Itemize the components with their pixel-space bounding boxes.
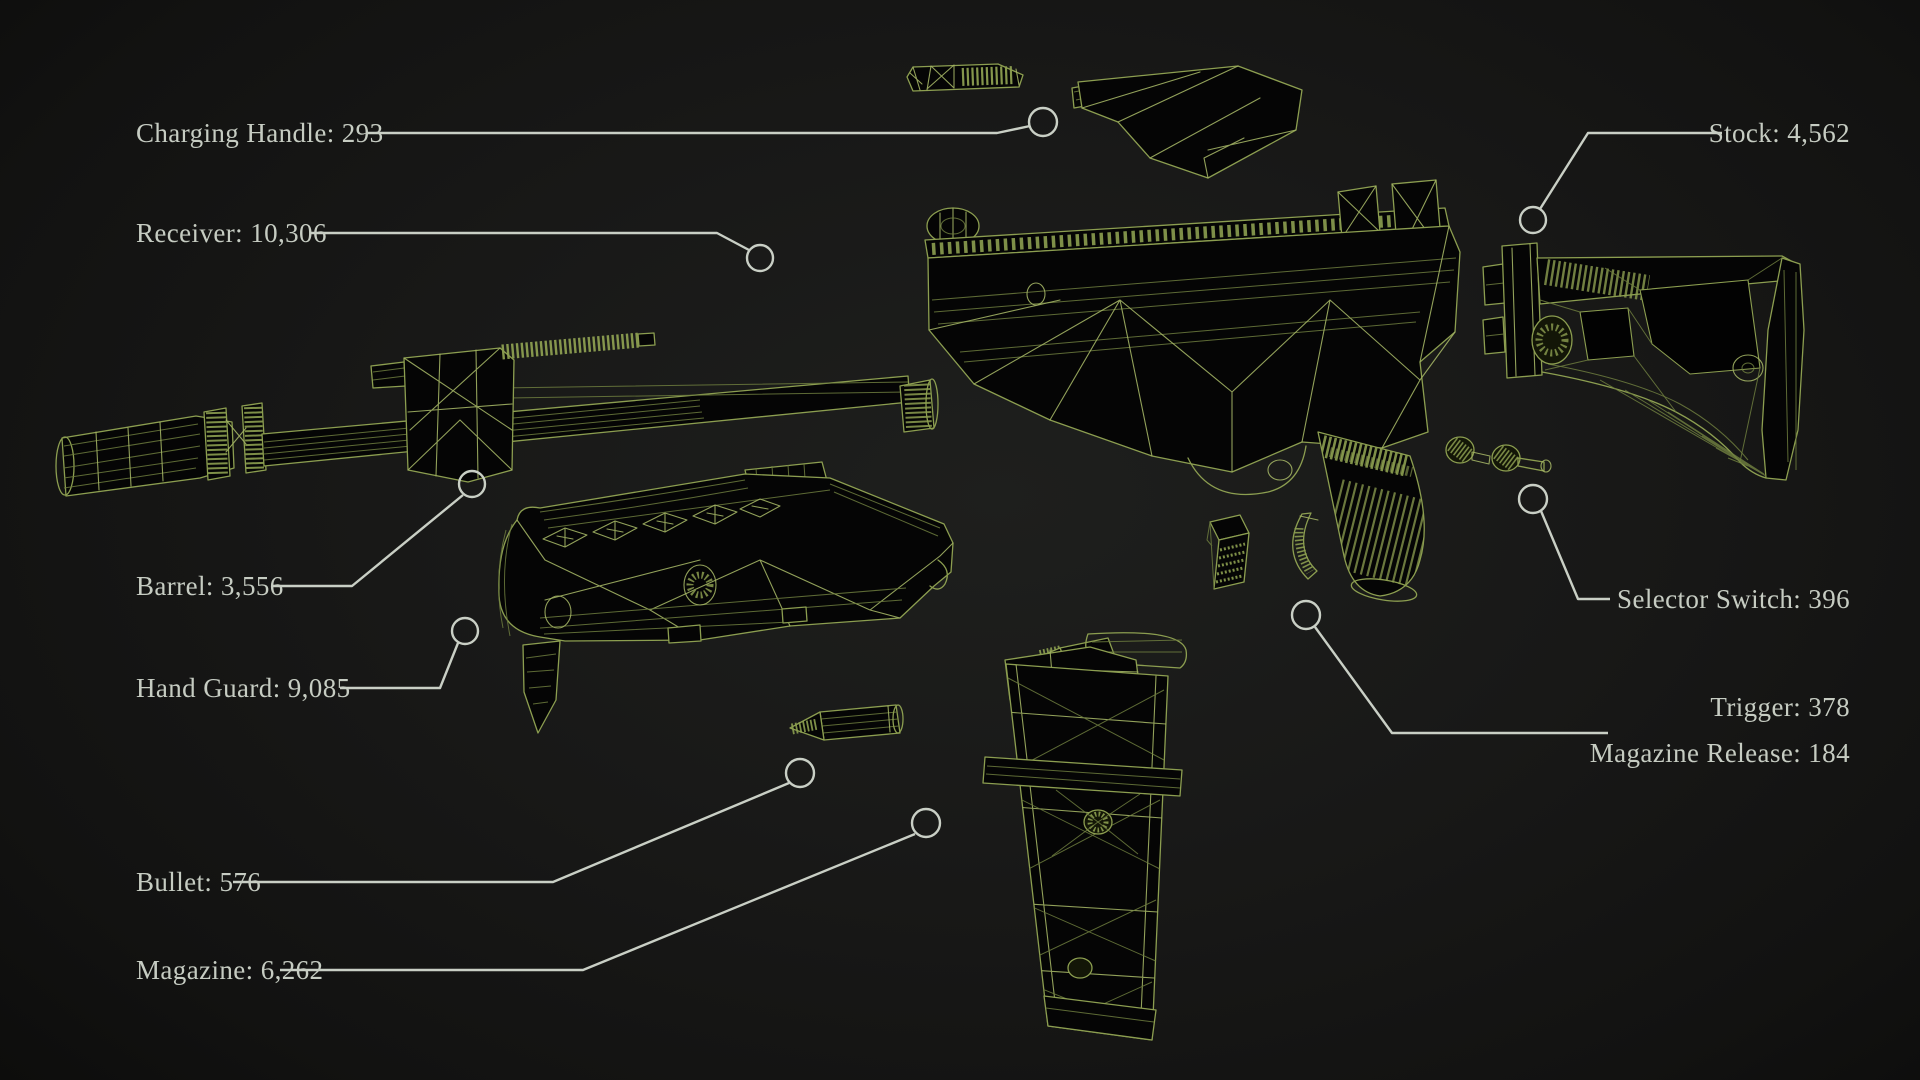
callout-magazine: Magazine: 6,262 (136, 807, 942, 985)
hand-guard-model (498, 461, 954, 734)
exploded-rifle-model (55, 63, 1805, 1041)
callout-barrel: Barrel: 3,556 (136, 469, 487, 601)
callout-stock: Stock: 4,562 (1518, 118, 1850, 235)
magazine-release-model (1206, 514, 1250, 590)
leader-line (280, 832, 916, 972)
callout-label: Barrel: 3,556 (136, 571, 284, 601)
stock-model (1482, 242, 1805, 481)
callout-label: Charging Handle: 293 (136, 118, 383, 148)
hotspot-circle[interactable] (1290, 599, 1322, 631)
hotspot-circle[interactable] (1027, 106, 1059, 138)
leader-line (1314, 626, 1608, 735)
leader-line (340, 642, 460, 690)
hotspot-circle[interactable] (1518, 205, 1548, 235)
hotspot-circle[interactable] (450, 616, 480, 646)
callout-hand-guard: Hand Guard: 9,085 (136, 616, 480, 703)
leader-line (310, 231, 750, 252)
callout-label: Selector Switch: 396 (1617, 584, 1850, 614)
magazine-model (982, 632, 1188, 1041)
leader-line (1539, 510, 1610, 601)
receiver-model (924, 179, 1461, 602)
leader-line (1538, 131, 1722, 210)
bolt-carrier-model (1071, 65, 1303, 179)
leader-line (271, 494, 464, 588)
barrel-model (55, 332, 939, 497)
callout-bullet: Bullet: 576 (136, 757, 816, 897)
hotspot-circle[interactable] (1517, 483, 1549, 515)
callout-label: Stock: 4,562 (1709, 118, 1850, 148)
callout-label-magazine-release: Magazine Release: 184 (1590, 738, 1850, 768)
trigger-model (1292, 512, 1319, 580)
hotspot-circle[interactable] (910, 807, 942, 839)
callout-label: Bullet: 576 (136, 867, 261, 897)
callout-charging-handle: Charging Handle: 293 (136, 106, 1059, 148)
hotspot-circle[interactable] (784, 757, 816, 789)
callout-label: Hand Guard: 9,085 (136, 673, 351, 703)
bullet-model (789, 704, 904, 741)
leader-line (368, 124, 1031, 135)
hotspot-circle[interactable] (457, 469, 487, 499)
charging-handle-model (906, 63, 1024, 92)
callout-selector-switch: Selector Switch: 396 (1517, 483, 1850, 614)
callout-label-trigger: Trigger: 378 (1710, 692, 1850, 722)
callout-label: Magazine: 6,262 (136, 955, 323, 985)
callout-label: Receiver: 10,306 (136, 218, 327, 248)
leader-line (233, 781, 790, 884)
callouts-layer: Charging Handle: 293 Receiver: 10,306 St… (136, 106, 1850, 985)
selector-switch-model (1445, 436, 1552, 473)
hotspot-circle[interactable] (745, 243, 775, 273)
callout-trigger-magazine-release: Trigger: 378 Magazine Release: 184 (1290, 599, 1850, 768)
callout-receiver: Receiver: 10,306 (136, 218, 775, 273)
